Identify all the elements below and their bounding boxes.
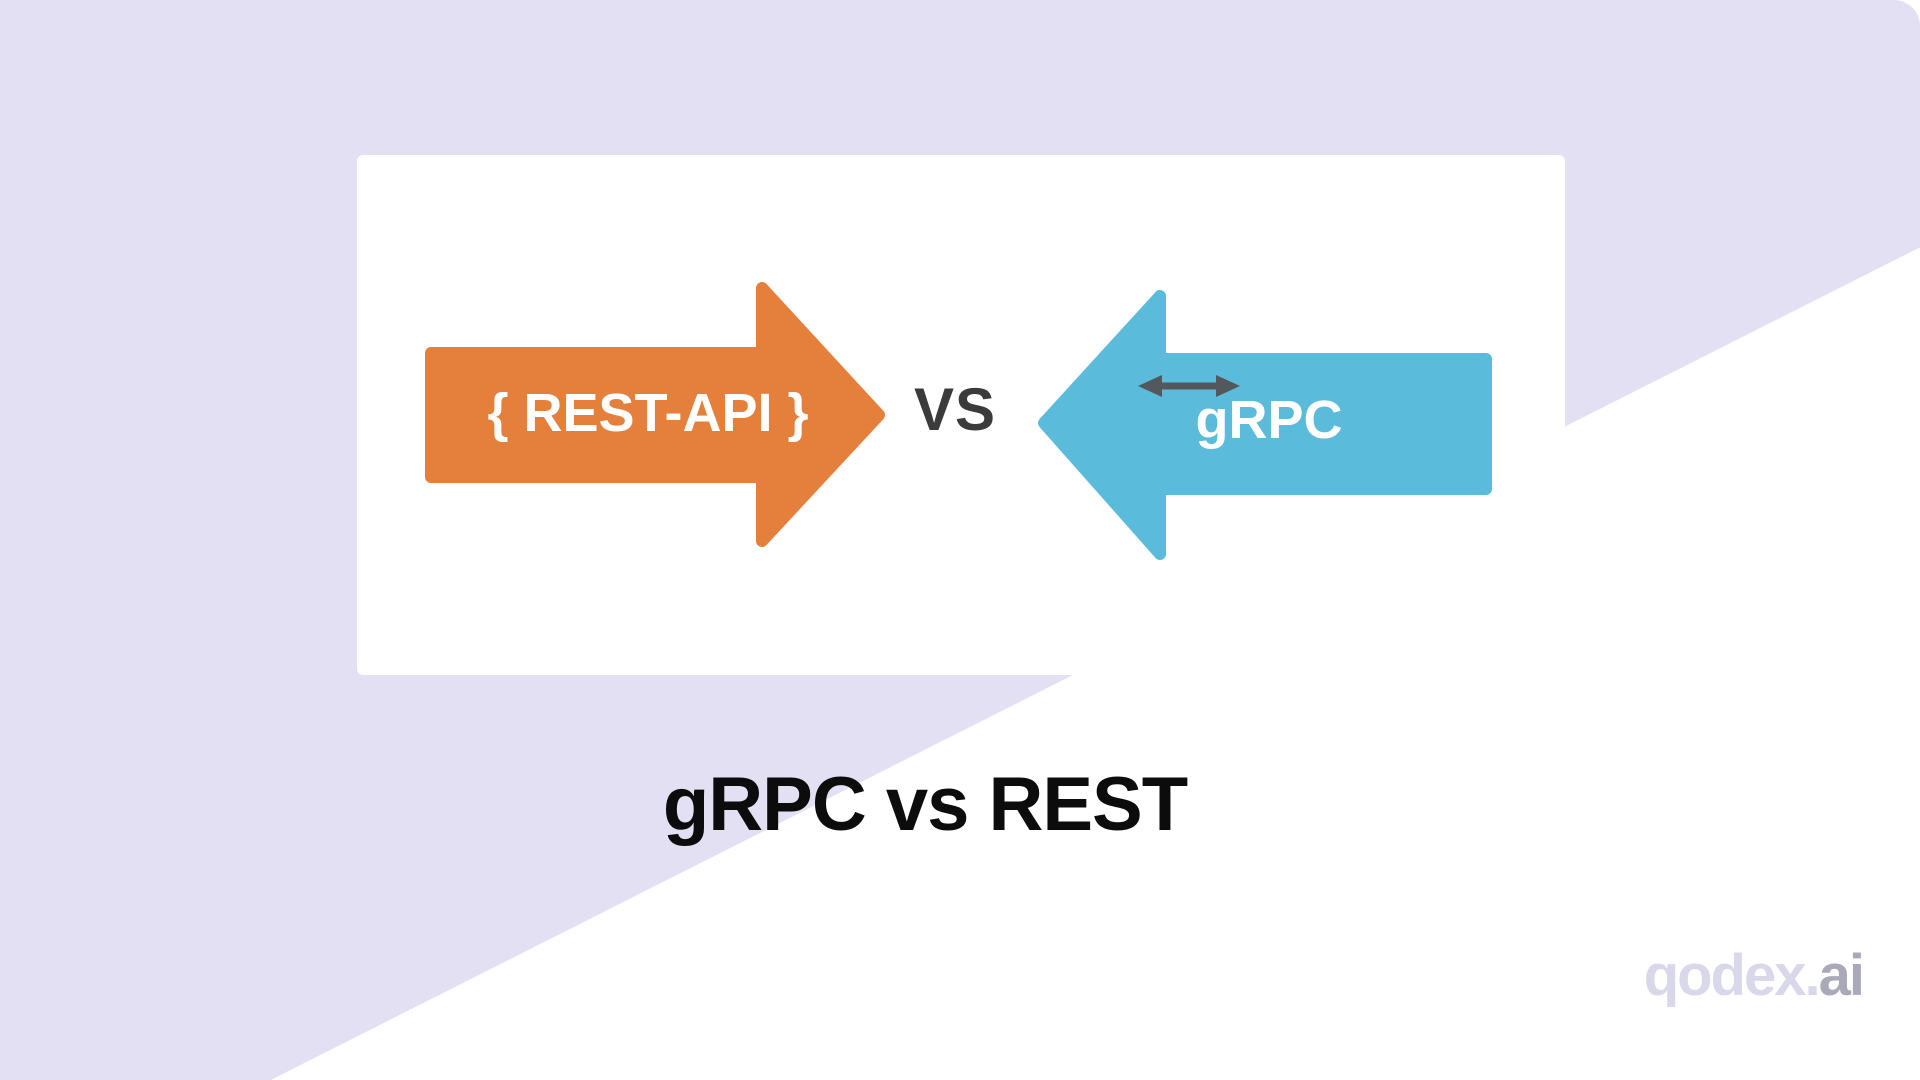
grpc-arrow-shape	[1038, 290, 1492, 560]
grpc-arrow-label: gRPC	[1195, 390, 1343, 450]
logo-suffix-text: ai	[1818, 943, 1865, 1008]
bidirectional-arrow-right-head	[1216, 375, 1240, 397]
vs-label: VS	[913, 376, 997, 443]
rest-api-arrow	[425, 282, 885, 547]
bidirectional-arrow-left-head	[1138, 375, 1162, 397]
grpc-arrow	[1038, 290, 1492, 560]
rest-api-arrow-label: { REST-API }	[487, 383, 809, 443]
bidirectional-arrow-icon	[1138, 375, 1240, 397]
rest-api-arrow-shape	[425, 282, 885, 547]
qodex-ai-logo: qodex.ai	[1620, 943, 1865, 1008]
logo-prefix-text: qodex.	[1643, 943, 1821, 1008]
page-title: gRPC vs REST	[662, 762, 1188, 847]
